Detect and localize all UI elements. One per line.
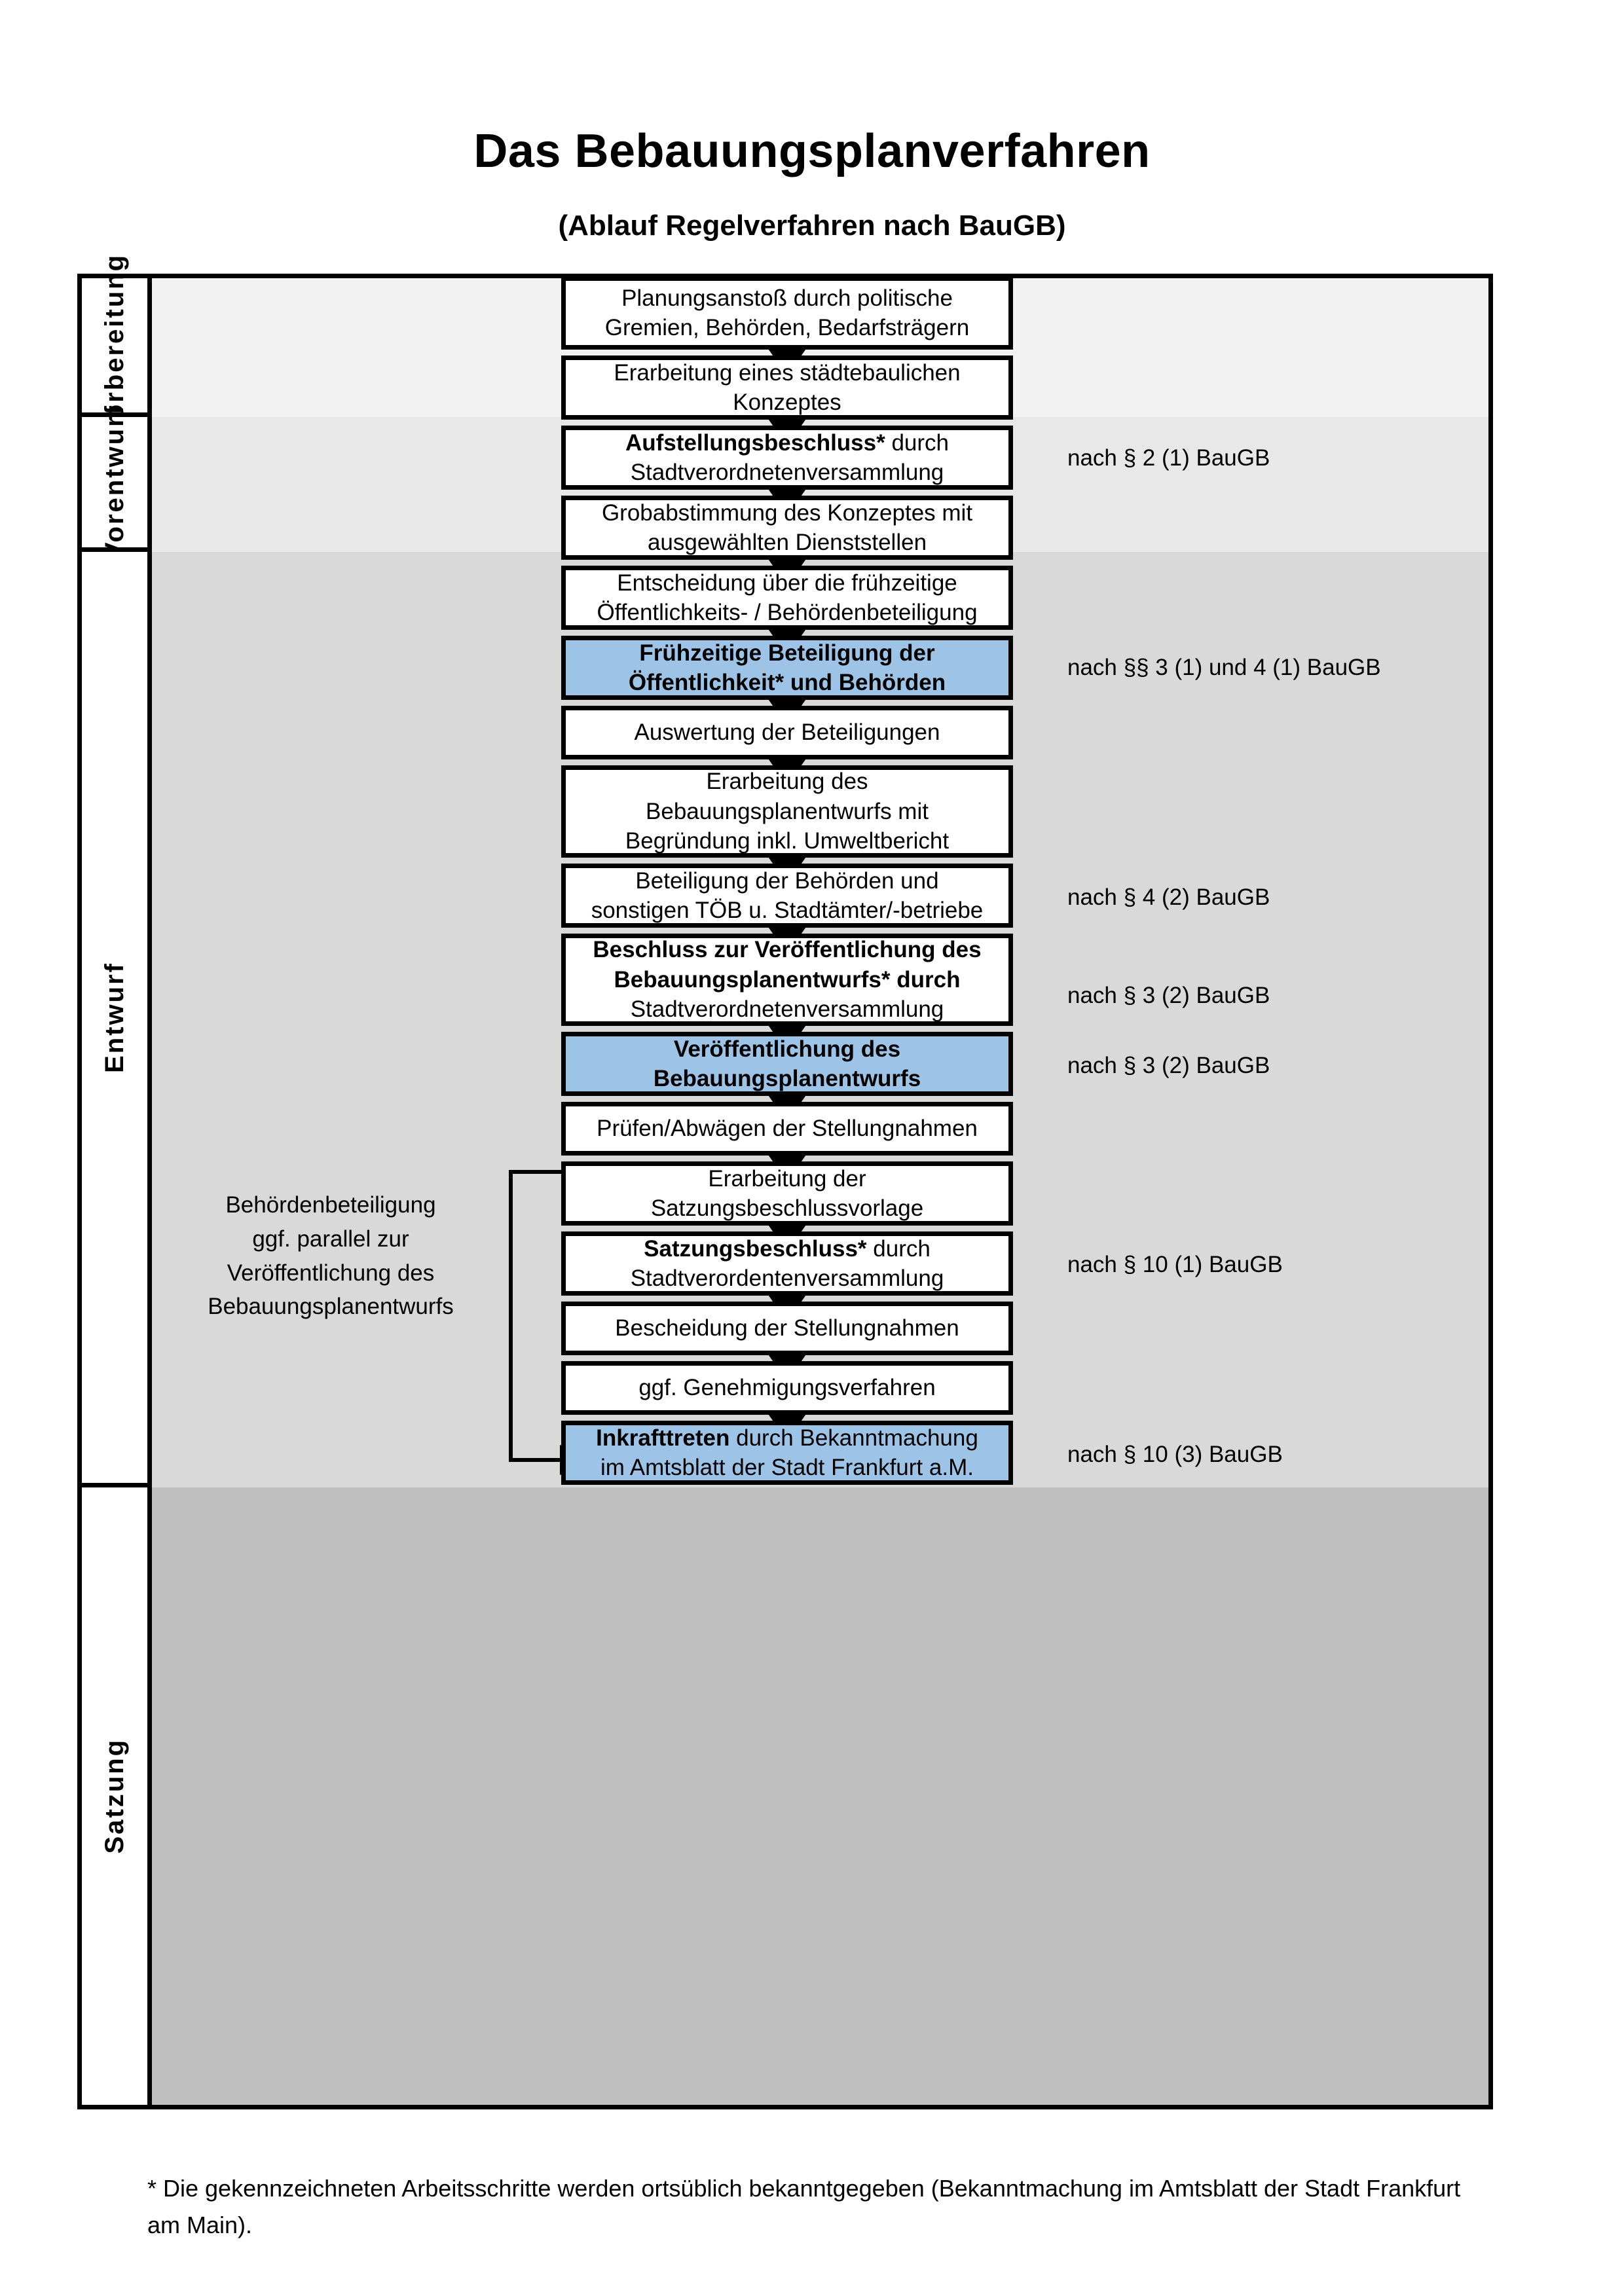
phase-label-text: Vorentwurf <box>100 404 129 560</box>
step-line-1: Prüfen/Abwägen der Stellungnahmen <box>597 1116 978 1142</box>
step-line-1-rest: durch <box>885 429 950 456</box>
step-line-2: im Amtsblatt der Stadt Frankfurt a.M. <box>600 1455 974 1480</box>
step-line-2-bold: Bebauungsplanentwurfs* durch <box>614 966 961 993</box>
step-line-1-bold: Inkrafttreten <box>596 1425 730 1451</box>
step-line-2: Stadtverordnetenversammlung <box>630 460 944 485</box>
step-fruehzeitige-beteiligung[interactable]: Frühzeitige Beteiligung der Öffentlichke… <box>561 636 1013 700</box>
footnote-text: * Die gekennzeichneten Arbeitsschritte w… <box>147 2175 1461 2238</box>
step-line-2: Öffentlichkeit* und Behörden <box>628 670 946 695</box>
page-title: Das Bebauungsplanverfahren <box>473 125 1151 177</box>
step-line-1: Frühzeitige Beteiligung der <box>639 640 935 666</box>
step-line-1-bold: Aufstellungsbeschluss* <box>625 429 885 456</box>
step-inkrafttreten[interactable]: Inkrafttreten durch Bekanntmachung im Am… <box>561 1421 1013 1485</box>
step-line-1: Bescheidung der Stellungnahmen <box>615 1315 959 1341</box>
step-line-2: Gremien, Behörden, Bedarfsträgern <box>604 315 970 340</box>
step-line-2: Stadtverordentenversammlung <box>630 1266 944 1291</box>
phase-label-entwurf: Entwurf <box>82 552 152 1487</box>
note-aufstellungsbeschluss: nach § 2 (1) BauGB <box>1067 445 1270 471</box>
step-satzungsvorlage[interactable]: Erarbeitung der Satzungsbeschlussvorlage <box>561 1161 1013 1226</box>
phase-label-vorentwurf: Vorentwurf <box>82 404 152 560</box>
step-line-2: ausgewählten Dienststellen <box>647 530 927 555</box>
note-inkrafttreten: nach § 10 (3) BauGB <box>1067 1442 1283 1467</box>
step-planungsanstoss[interactable]: Planungsanstoß durch politische Gremien,… <box>561 276 1013 350</box>
flowchart-frame: Vorbereitung Vorentwurf Entwurf Satzung … <box>77 253 1493 2109</box>
step-line-1: Auswertung der Beteiligungen <box>634 720 940 746</box>
step-line-1: Erarbeitung eines städtebaulichen <box>614 359 961 386</box>
step-line-2: Bebauungsplanentwurfs mit <box>646 798 929 824</box>
step-konzept[interactable]: Erarbeitung eines städtebaulichen Konzep… <box>561 355 1013 420</box>
step-line-2: Konzeptes <box>733 390 841 415</box>
step-line-1: Veröffentlichung des <box>673 1036 901 1062</box>
note-beteiligung-behoerden: nach § 4 (2) BauGB <box>1067 884 1270 910</box>
step-pruefen-abwaegen[interactable]: Prüfen/Abwägen der Stellungnahmen <box>561 1102 1013 1156</box>
phase-label-satzung: Satzung <box>82 1487 152 2105</box>
step-aufstellungsbeschluss[interactable]: Aufstellungsbeschluss* durch Stadtverord… <box>561 426 1013 490</box>
note-fruehzeitige: nach §§ 3 (1) und 4 (1) BauGB <box>1067 655 1381 680</box>
phase-label-text: Entwurf <box>100 962 129 1073</box>
step-line-1: Beschluss zur Veröffentlichung des <box>593 937 982 963</box>
step-line-2: Satzungsbeschlussvorlage <box>650 1195 924 1221</box>
step-line-1: Planungsanstoß durch politische <box>621 285 953 311</box>
step-entscheidung[interactable]: Entscheidung über die frühzeitige Öffent… <box>561 566 1013 630</box>
step-line-2: sonstigen TÖB u. Stadtämter/-betriebe <box>591 898 984 923</box>
note-satzungsbeschluss: nach § 10 (1) BauGB <box>1067 1252 1283 1277</box>
side-annotation-line-4: Bebauungsplanentwurfs <box>208 1294 454 1320</box>
step-genehmigungsverfahren[interactable]: ggf. Genehmigungsverfahren <box>561 1361 1013 1415</box>
step-line-1: Erarbeitung des <box>706 769 868 795</box>
step-line-1: Erarbeitung der <box>708 1165 866 1192</box>
note-beschluss-veroeff: nach § 3 (2) BauGB <box>1067 983 1270 1008</box>
step-beteiligung-behoerden[interactable]: Beteiligung der Behörden und sonstigen T… <box>561 864 1013 928</box>
side-annotation-line-3: Veröffentlichung des <box>227 1260 435 1286</box>
step-line-1: ggf. Genehmigungsverfahren <box>638 1375 936 1401</box>
step-line-2: Bebauungsplanentwurfs <box>653 1066 921 1091</box>
step-line-1: Beteiligung der Behörden und <box>635 867 939 894</box>
step-line-3: Stadtverordnetenversammlung <box>630 996 944 1023</box>
step-grobabstimmung[interactable]: Grobabstimmung des Konzeptes mit ausgewä… <box>561 496 1013 560</box>
step-veroeffentlichung[interactable]: Veröffentlichung des Bebauungsplanentwur… <box>561 1032 1013 1096</box>
step-line-3: Begründung inkl. Umweltbericht <box>625 828 950 854</box>
step-erarbeitung-entwurf[interactable]: Erarbeitung des Bebauungsplanentwurfs mi… <box>561 765 1013 858</box>
step-line-1-bold: Satzungsbeschluss* <box>644 1235 867 1262</box>
page-subtitle: (Ablauf Regelverfahren nach BauGB) <box>558 210 1066 242</box>
side-annotation-line-1: Behördenbeteiligung <box>225 1192 436 1218</box>
step-auswertung[interactable]: Auswertung der Beteiligungen <box>561 706 1013 759</box>
side-annotation-text: Behördenbeteiligung ggf. parallel zur Ve… <box>190 1188 471 1324</box>
phase-label-vorbereitung: Vorbereitung <box>82 253 152 437</box>
side-annotation-line-2: ggf. parallel zur <box>252 1226 409 1252</box>
step-bescheidung[interactable]: Bescheidung der Stellungnahmen <box>561 1302 1013 1355</box>
step-line-1: Entscheidung über die frühzeitige <box>617 570 957 596</box>
phase-label-text: Satzung <box>100 1738 129 1854</box>
step-line-2: Öffentlichkeits- / Behördenbeteiligung <box>597 600 978 625</box>
step-line-1-rest: durch Bekanntmachung <box>729 1425 978 1451</box>
phase-band-satzung <box>152 1487 1488 2105</box>
step-satzungsbeschluss[interactable]: Satzungsbeschluss* durch Stadtverordente… <box>561 1231 1013 1296</box>
note-veroeffentlichung: nach § 3 (2) BauGB <box>1067 1053 1270 1078</box>
step-line-1: Grobabstimmung des Konzeptes mit <box>601 500 973 526</box>
step-line-1-rest: durch <box>866 1235 931 1262</box>
step-beschluss-veroeffentlichung[interactable]: Beschluss zur Veröffentlichung des Bebau… <box>561 934 1013 1026</box>
